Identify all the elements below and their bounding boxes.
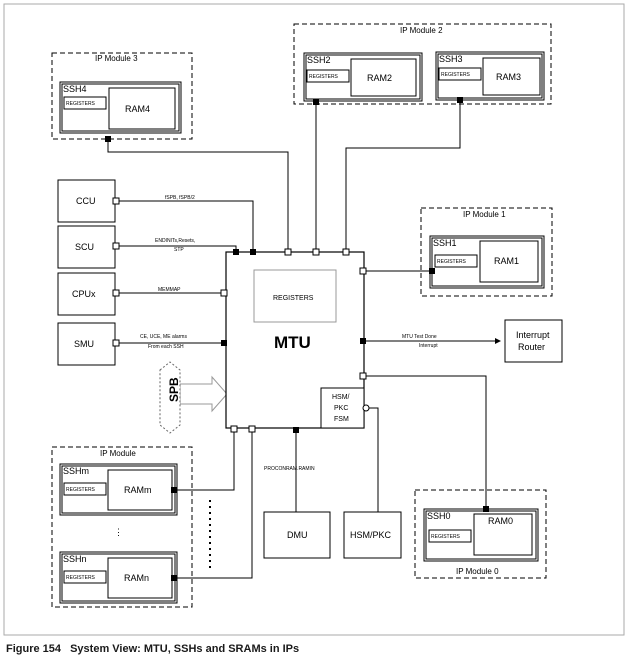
svg-text:PKC: PKC: [334, 405, 348, 412]
svg-text:HSM/: HSM/: [332, 394, 350, 401]
figure-number: Figure 154: [6, 643, 62, 655]
svg-text:SCU: SCU: [75, 242, 94, 252]
svg-text:SMU: SMU: [74, 339, 94, 349]
ramm-box: [107, 469, 173, 511]
scu-block: SCU ENDINITs,Resets, STP: [57, 225, 195, 269]
ip-module-0: SSH0 REGISTERS RAM0 IP Module 0: [414, 489, 547, 579]
ramn-label: RAMn: [124, 573, 149, 583]
scu-signal-2: STP: [174, 247, 184, 253]
ssh0-registers: REGISTERS: [431, 534, 461, 540]
ram0-box: [473, 513, 533, 556]
mtu-registers: REGISTERS: [273, 295, 314, 302]
spb-bus: SPB: [159, 361, 228, 434]
ssh4-label: SSH4: [63, 84, 87, 94]
svg-text:FSM: FSM: [334, 416, 349, 423]
sshn-registers: REGISTERS: [66, 575, 96, 581]
ram4-box: [108, 87, 176, 130]
ramn-box: [107, 557, 173, 599]
dmu-signal: PROCONRAM.RAMIN: [264, 466, 315, 472]
ram1-box: [479, 240, 539, 283]
hsm-pkc-block: HSM/PKC: [343, 511, 402, 559]
ssh3-label: SSH3: [439, 54, 463, 64]
ip-module-1: IP Module 1 SSH1 REGISTERS RAM1: [420, 207, 553, 297]
mtu-registers-box: [253, 269, 337, 323]
svg-text:CCU: CCU: [76, 196, 96, 206]
ip-module-label: IP Module: [100, 449, 136, 458]
cpux-block: CPUx MEMMAP: [57, 272, 181, 316]
ssh2-label: SSH2: [307, 55, 331, 65]
mtu-label: MTU: [274, 333, 311, 352]
scu-signal-1: ENDINITs,Resets,: [155, 238, 195, 244]
connections: [107, 100, 501, 579]
sshm-registers: REGISTERS: [66, 487, 96, 493]
ssh1-label: SSH1: [433, 238, 457, 248]
figure-caption: Figure 154 System View: MTU, SSHs and SR…: [6, 643, 299, 655]
ram3-box: [482, 57, 541, 96]
sshn-label: SSHn: [63, 554, 87, 564]
svg-text:DMU: DMU: [287, 530, 308, 540]
ssh0-label: SSH0: [427, 511, 451, 521]
ram4-label: RAM4: [125, 104, 150, 114]
ram0-label: RAM0: [488, 516, 513, 526]
ip-module: IP Module SSHm REGISTERS RAMm ⋮ SSHn REG…: [51, 446, 193, 608]
hsm-pkc-fsm-box: [320, 387, 365, 429]
ssh1-registers: REGISTERS: [437, 259, 467, 265]
ip-module-2: IP Module 2 SSH2 REGISTERS RAM2 SSH3 REG…: [293, 23, 552, 105]
ssh-ellipsis: ⋮: [114, 527, 123, 537]
ssh2-registers: REGISTERS: [309, 74, 339, 80]
ramm-label: RAMm: [124, 485, 152, 495]
interrupt-signal-2: Interrupt: [419, 343, 438, 349]
smu-block: SMU CE, UCE, ME alarms From each SSH: [57, 322, 187, 366]
ip-module-1-label: IP Module 1: [463, 210, 506, 219]
mtu-block: REGISTERS MTU HSM/ PKC FSM: [220, 248, 370, 433]
ram2-box: [350, 58, 417, 97]
spb-label: SPB: [167, 377, 181, 402]
svg-text:CPUx: CPUx: [72, 289, 96, 299]
ram3-label: RAM3: [496, 72, 521, 82]
ssh4-registers: REGISTERS: [66, 101, 96, 107]
svg-text:Router: Router: [518, 342, 545, 352]
ssh3-registers: REGISTERS: [441, 72, 471, 78]
ram1-label: RAM1: [494, 256, 519, 266]
ip-module-0-label: IP Module 0: [456, 567, 499, 576]
ip-module-2-label: IP Module 2: [400, 26, 443, 35]
ip-module-3: IP Module 3 SSH4 REGISTERS RAM4: [51, 52, 193, 142]
ccu-block: CCU fSPB, fSPB/2: [57, 179, 195, 223]
smu-signal-2: From each SSH: [148, 344, 184, 350]
smu-signal-1: CE, UCE, ME alarms: [140, 334, 187, 340]
ram2-label: RAM2: [367, 73, 392, 83]
ccu-signal: fSPB, fSPB/2: [165, 195, 195, 201]
sshm-label: SSHm: [63, 466, 89, 476]
dmu-block: DMU PROCONRAM.RAMIN: [263, 466, 331, 559]
figure-title: System View: MTU, SSHs and SRAMs in IPs: [70, 643, 300, 655]
interrupt-router: Interrupt Router MTU Test Done Interrupt: [402, 319, 563, 363]
cpux-signal: MEMMAP: [158, 287, 181, 293]
svg-text:Interrupt: Interrupt: [516, 330, 550, 340]
outer-frame: [3, 3, 625, 636]
svg-text:HSM/PKC: HSM/PKC: [350, 530, 392, 540]
ip-module-3-label: IP Module 3: [95, 54, 138, 63]
interrupt-signal-1: MTU Test Done: [402, 334, 437, 340]
